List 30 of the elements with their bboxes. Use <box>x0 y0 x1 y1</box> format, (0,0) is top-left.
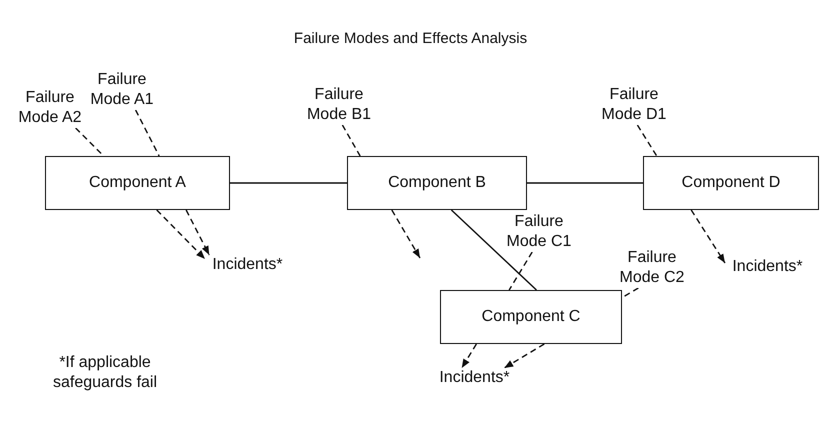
dashed-line <box>134 110 160 156</box>
component-label: Component D <box>680 173 782 193</box>
connector-line <box>527 182 643 184</box>
component-box <box>440 290 622 344</box>
failure-mode-label: Failure Mode C1 <box>505 212 573 252</box>
failure-mode-label: Failure Mode D1 <box>600 85 668 125</box>
dashed-arrow <box>186 210 210 256</box>
dashed-line <box>622 287 639 298</box>
dashed-arrow <box>690 210 726 264</box>
failure-mode-label: Failure Mode A2 <box>18 88 82 128</box>
dashed-arrow <box>461 344 477 368</box>
component-label: Component C <box>480 307 582 327</box>
dashed-arrow <box>156 210 206 260</box>
component-box <box>643 156 819 210</box>
component-box <box>45 156 230 210</box>
diagram-title: Failure Modes and Effects Analysis <box>292 30 528 47</box>
component-label: Component A <box>87 173 188 193</box>
dashed-line <box>75 128 104 156</box>
dashed-arrow <box>504 343 545 369</box>
connector-line <box>450 210 537 290</box>
failure-mode-label: Failure Mode B1 <box>305 85 373 125</box>
dashed-line <box>636 124 658 156</box>
dashed-arrow <box>391 210 421 258</box>
component-label: Component B <box>386 173 488 193</box>
dashed-line <box>342 124 361 156</box>
dashed-line <box>508 252 533 290</box>
component-box <box>347 156 527 210</box>
footnote: *If applicable safeguards fail <box>52 353 158 393</box>
connector-line <box>230 182 347 184</box>
failure-mode-label: Failure Mode C2 <box>618 248 686 288</box>
